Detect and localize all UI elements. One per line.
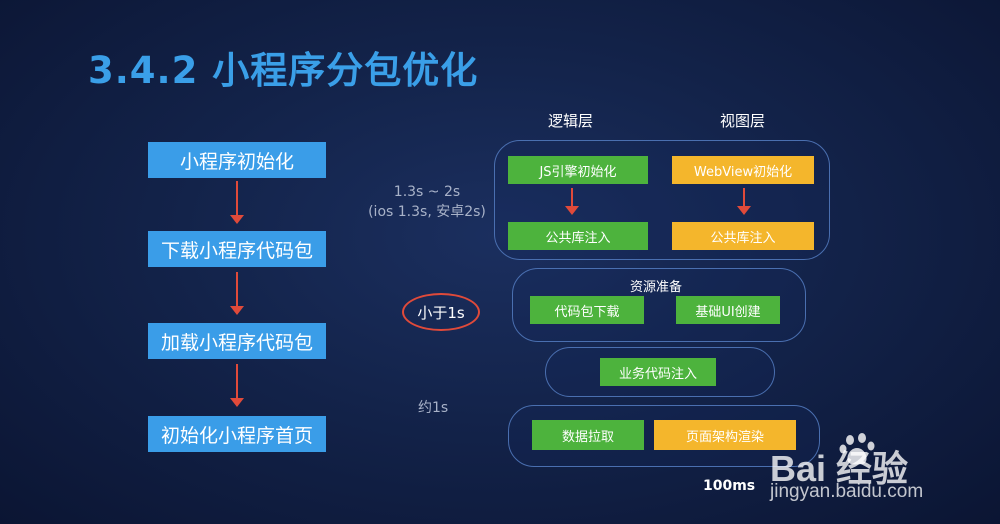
timing-init-line2: (ios 1.3s, 安卓2s) xyxy=(368,204,486,220)
column-logic-layer: 逻辑层 xyxy=(548,112,594,130)
down-arrow-icon xyxy=(230,272,244,318)
timing-first-page: 约1s xyxy=(418,400,449,416)
timing-init: 1.3s ~ 2s (ios 1.3s, 安卓2s) xyxy=(360,182,494,222)
download-package-box: 代码包下载 xyxy=(530,296,644,324)
page-render-box: 页面架构渲染 xyxy=(654,420,796,450)
timing-load-oval: 小于1s xyxy=(402,293,480,331)
baidu-watermark-logo: Bai 经验 xyxy=(770,448,909,489)
down-arrow-icon xyxy=(230,364,244,410)
step-mini-program-init: 小程序初始化 xyxy=(148,142,326,178)
column-view-layer: 视图层 xyxy=(720,112,766,130)
down-arrow-icon xyxy=(230,181,244,227)
down-arrow-icon xyxy=(737,188,751,218)
timing-render: 100ms xyxy=(703,478,756,494)
baidu-paw-icon xyxy=(839,433,875,465)
js-engine-init-box: JS引擎初始化 xyxy=(508,156,648,184)
timing-init-line1: 1.3s ~ 2s xyxy=(393,184,461,200)
page-title: 3.4.2 小程序分包优化 xyxy=(88,49,479,92)
timing-load-label: 小于1s xyxy=(417,303,465,322)
resource-prep-label: 资源准备 xyxy=(630,280,683,295)
step-load-package: 加载小程序代码包 xyxy=(148,323,326,359)
basic-ui-create-box: 基础UI创建 xyxy=(676,296,780,324)
logic-common-lib-box: 公共库注入 xyxy=(508,222,648,250)
step-init-home-page: 初始化小程序首页 xyxy=(148,416,326,452)
data-fetch-box: 数据拉取 xyxy=(532,420,644,450)
view-common-lib-box: 公共库注入 xyxy=(672,222,814,250)
webview-init-box: WebView初始化 xyxy=(672,156,814,184)
down-arrow-icon xyxy=(565,188,579,218)
business-code-inject-box: 业务代码注入 xyxy=(600,358,716,386)
step-download-package: 下载小程序代码包 xyxy=(148,231,326,267)
baidu-watermark-url: jingyan.baidu.com xyxy=(770,481,924,502)
